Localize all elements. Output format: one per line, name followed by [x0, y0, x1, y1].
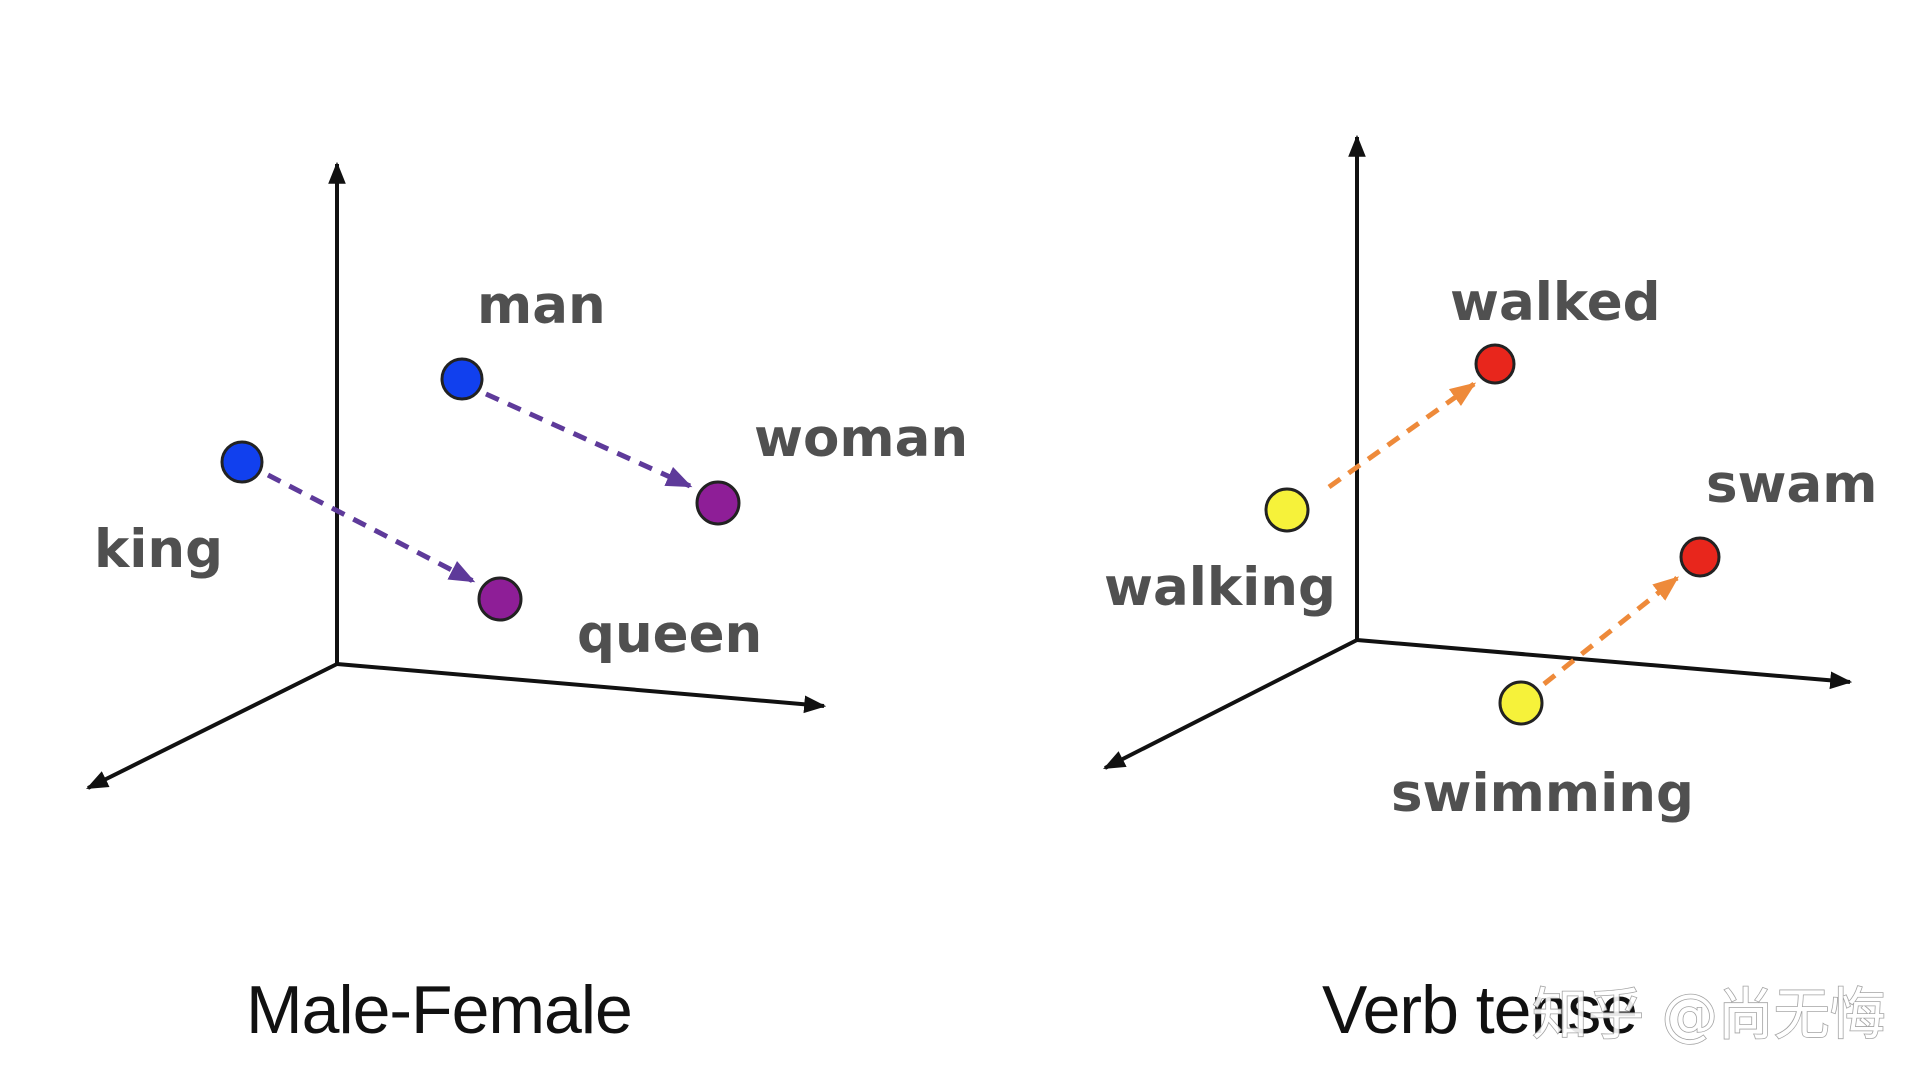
arrow-king-to-queen: [266, 472, 476, 584]
label-walking: walking: [1104, 557, 1336, 618]
y-axis: [86, 662, 338, 790]
x-axis: [1356, 638, 1853, 690]
y-axis: [1103, 638, 1358, 770]
caption-male-female: Male-Female: [246, 972, 632, 1048]
label-woman: woman: [754, 408, 968, 469]
label-man: man: [477, 275, 606, 336]
panel-male-female: man woman king queen Male-Female: [86, 161, 968, 1048]
label-walked: walked: [1450, 272, 1661, 333]
label-king: king: [94, 519, 223, 580]
axes-male-female: [86, 161, 827, 790]
point-walked: [1474, 343, 1516, 385]
arrow-swimming-to-swam: [1542, 576, 1680, 686]
label-queen: queen: [577, 604, 762, 665]
x-axis: [336, 662, 827, 714]
watermark: 知乎 @尚无悔: [1532, 983, 1886, 1048]
point-swam: [1679, 536, 1721, 578]
label-swam: swam: [1706, 454, 1878, 515]
point-king: [220, 440, 264, 484]
point-woman: [695, 480, 741, 526]
point-man: [440, 357, 484, 401]
point-queen: [477, 576, 523, 622]
point-swimming: [1498, 680, 1544, 726]
arrow-man-to-woman: [484, 391, 693, 489]
caption-verb-tense: Verb tense: [1322, 972, 1637, 1048]
label-swimming: swimming: [1391, 763, 1694, 824]
axes-verb-tense: [1103, 134, 1853, 770]
panel-verb-tense: walked swam walking swimming Verb tense: [1103, 134, 1878, 1048]
arrow-walking-to-walked: [1327, 381, 1477, 490]
point-walking: [1264, 487, 1310, 533]
